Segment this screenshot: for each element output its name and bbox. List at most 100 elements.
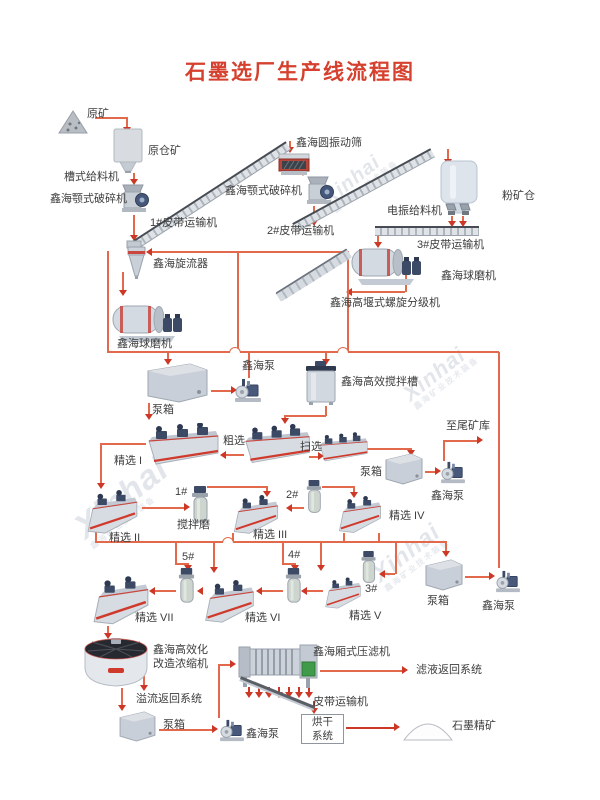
label-pump-box-1: 泵箱 (152, 404, 174, 416)
arrow (379, 570, 385, 578)
line (325, 352, 327, 361)
arrow (145, 414, 153, 420)
line (282, 541, 284, 564)
arrow (197, 587, 203, 595)
line (443, 440, 445, 461)
line (133, 173, 135, 181)
arrow (130, 179, 138, 185)
jaw-crusher-icon (304, 175, 334, 207)
arrow (164, 359, 172, 365)
line (498, 352, 500, 568)
arrow (210, 567, 218, 573)
ore-pile-icon (57, 110, 89, 134)
line (309, 456, 320, 458)
line (95, 117, 126, 119)
line (320, 541, 322, 567)
arrow (263, 491, 271, 497)
agitation-tank-icon (304, 361, 338, 406)
line (284, 415, 286, 420)
cleaner-cell-icon (226, 495, 286, 540)
arrow (286, 504, 292, 512)
line (298, 687, 300, 693)
pump-box-icon (117, 711, 158, 747)
label-cleaner-1: 精选 I (114, 455, 143, 467)
arrow (265, 692, 273, 698)
line (385, 573, 395, 575)
line (353, 486, 355, 494)
line (307, 590, 323, 592)
line (343, 533, 345, 541)
arrow (104, 633, 112, 639)
arrow (256, 587, 262, 595)
label-cleaner-6: 精选 VI (245, 612, 281, 624)
arrow (295, 692, 303, 698)
cleaner-cell-icon (90, 574, 152, 633)
line (320, 670, 404, 672)
label-belt-2: 2#皮带运输机 (267, 225, 335, 237)
arrow (459, 221, 467, 227)
vibrating-screen-icon (277, 151, 311, 178)
label-mill-4: 4# (288, 549, 301, 561)
line (167, 352, 169, 361)
line (322, 486, 353, 488)
agitation-mill-icon (189, 484, 211, 533)
arrow (402, 666, 408, 674)
thickener-icon (82, 637, 150, 695)
label-pump-4: 鑫海泵 (246, 728, 279, 740)
label-filter-press: 鑫海厢式压滤机 (313, 646, 390, 658)
line (325, 406, 327, 416)
label-cleaner-3: 精选 III (253, 529, 288, 541)
arrow (184, 503, 190, 511)
jaw-crusher-icon (119, 183, 149, 215)
line (378, 533, 380, 541)
pump-icon (234, 378, 262, 403)
label-cleaner-5: 精选 V (349, 610, 382, 622)
label-jaw-crusher-2: 鑫海颚式破碎机 (225, 185, 302, 197)
line (232, 533, 234, 541)
label-raw-bin: 原仓矿 (148, 145, 181, 157)
arrow (310, 220, 318, 226)
pump-icon (440, 461, 466, 489)
line (462, 216, 464, 223)
label-scavenger: 扫选 (300, 441, 322, 453)
label-mill-1: 1# (175, 486, 188, 498)
cleaner-cell-icon (331, 496, 389, 539)
line (292, 507, 304, 509)
label-belt-1: 1#皮带运输机 (150, 217, 218, 229)
cleaner-cell-icon (84, 490, 141, 540)
line (213, 541, 215, 569)
line (211, 390, 233, 392)
label-belt-4: 皮带运输机 (313, 696, 368, 708)
label-classifier: 鑫海高堰式螺旋分级机 (330, 297, 440, 309)
line-bridge (222, 537, 234, 543)
watermark: Xinhai 鑫海矿业技术装备 (398, 341, 481, 412)
cyclone-icon (124, 238, 150, 280)
label-cleaner-7: 精选 VII (135, 612, 174, 624)
arrow (305, 692, 313, 698)
pump-icon (219, 719, 245, 747)
label-trough-feeder: 槽式给料机 (64, 171, 119, 183)
arrow (245, 692, 253, 698)
label-mill-5: 5# (182, 551, 195, 563)
label-pump-box-4: 泵箱 (163, 719, 185, 731)
arrow (318, 452, 324, 460)
line (148, 403, 150, 416)
arrow (301, 587, 307, 595)
vibrating-feeder-icon (444, 202, 472, 218)
line (377, 235, 379, 244)
line (207, 486, 266, 488)
label-mill-2: 2# (286, 489, 299, 501)
cleaner-cell-icon (323, 572, 363, 620)
arrow (374, 242, 382, 248)
line (107, 351, 499, 353)
line (107, 626, 109, 635)
label-raw-ore: 原矿 (87, 108, 109, 120)
line (451, 216, 453, 223)
line (175, 541, 177, 564)
ball-mill-icon (350, 241, 422, 287)
agitation-mill-icon (358, 551, 379, 591)
flotation-cell-icon (243, 423, 313, 472)
label-belt-3: 3#皮带运输机 (417, 239, 485, 251)
cleaner-cell-icon (202, 576, 257, 633)
label-cleaner-2: 精选 II (109, 532, 141, 544)
